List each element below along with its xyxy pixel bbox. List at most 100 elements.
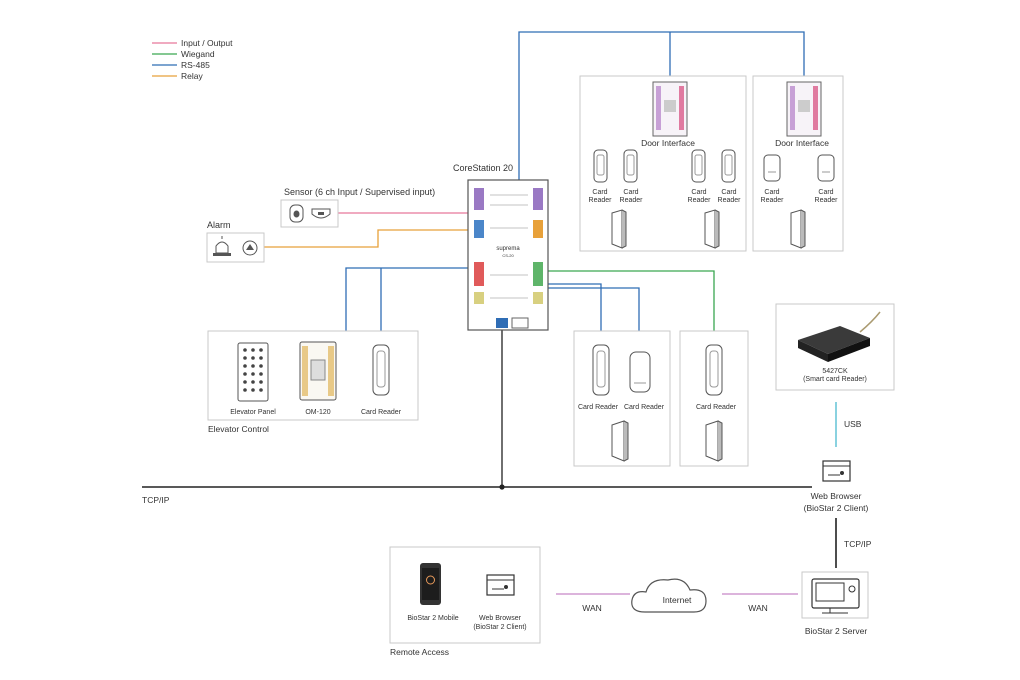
card-reader-icon — [721, 149, 736, 183]
door-group-3-reader-2-label: Card Reader — [624, 404, 665, 411]
smartphone-icon — [420, 563, 441, 605]
door-interface-1-chip — [664, 100, 676, 112]
door-icon — [704, 209, 720, 249]
card-reader-icon — [691, 149, 706, 183]
browser-window-icon — [822, 460, 851, 482]
alarm-title: Alarm — [207, 220, 231, 230]
cs-terminal-purple-r — [533, 188, 543, 210]
monitor-icon — [811, 578, 860, 614]
server-label: BioStar 2 Server — [805, 626, 868, 636]
smartcard-reader-icon — [798, 311, 881, 362]
rs485-reader-a-wire — [548, 283, 602, 345]
di1-reader-4-line1: Card — [721, 189, 736, 196]
card-reader-icon — [623, 149, 638, 183]
remote-browser-line1: Web Browser — [479, 615, 522, 622]
door-interface-2-group: Door Interface Card Reader Card Reader — [752, 75, 844, 252]
door-interface-1-terminal-l — [656, 86, 661, 130]
card-reader-icon — [763, 154, 781, 182]
corestation-device: suprema CS-20 — [467, 179, 549, 331]
elevator-panel-label: Elevator Panel — [230, 409, 276, 416]
card-reader-icon — [629, 351, 651, 393]
di2-reader-2-line2: Reader — [815, 197, 839, 204]
door-interface-2-terminal-r — [813, 86, 818, 130]
legend-label-relay: Relay — [181, 71, 203, 81]
elevator-panel-icon — [237, 342, 269, 402]
card-reader-icon — [593, 149, 608, 183]
di1-reader-1-line2: Reader — [589, 197, 613, 204]
di1-reader-3-line2: Reader — [688, 197, 712, 204]
corestation-model: CS-20 — [502, 253, 514, 258]
om120-module-icon — [299, 341, 337, 401]
cs-terminal-yellow-l — [474, 292, 484, 304]
door-group-4-reader-label: Card Reader — [696, 404, 737, 411]
di1-reader-2-line2: Reader — [620, 197, 644, 204]
card-reader-icon — [592, 344, 610, 396]
di2-reader-1-line1: Card — [764, 189, 779, 196]
elevator-reader-label: Card Reader — [361, 409, 402, 416]
cs-port-2 — [511, 317, 529, 329]
cs-terminal-purple-l — [474, 188, 484, 210]
door-interface-2-title: Door Interface — [775, 138, 829, 148]
door-icon — [790, 209, 806, 249]
remote-access-box — [389, 546, 541, 644]
cs-terminal-green-r — [533, 262, 543, 286]
card-reader-icon — [705, 344, 723, 396]
usb-label: USB — [844, 419, 862, 429]
legend-label-io: Input / Output — [181, 38, 233, 48]
cs-terminal-orange-r — [533, 220, 543, 238]
sensor-title: Sensor (6 ch Input / Supervised input) — [284, 187, 435, 197]
corestation-brand: suprema — [496, 246, 520, 252]
di1-reader-1-line1: Card — [592, 189, 607, 196]
smartcard-line2: (Smart card Reader) — [803, 376, 867, 383]
web-browser-client-line2: (BioStar 2 Client) — [804, 503, 869, 513]
alarm-bell-icon — [242, 240, 258, 256]
door-contact-sensor-icon — [311, 208, 331, 219]
di1-reader-2-line1: Card — [623, 189, 638, 196]
remote-browser-line2: (BioStar 2 Client) — [473, 624, 526, 631]
smartcard-line1: 5427CK — [822, 368, 848, 375]
cs-terminal-red-l — [474, 262, 484, 286]
siren-icon — [213, 236, 231, 256]
cs-terminal-yellow-r — [533, 292, 543, 304]
door-interface-1-group: Door Interface Card Reader Card Reader C… — [579, 75, 747, 252]
card-reader-icon — [817, 154, 835, 182]
elevator-control-caption: Elevator Control — [208, 424, 269, 434]
wiegand-reader-c-wire — [548, 270, 715, 345]
di1-reader-3-line1: Card — [691, 189, 706, 196]
remote-mobile-label: BioStar 2 Mobile — [407, 615, 458, 622]
browser-window-icon — [486, 574, 515, 596]
door-icon — [611, 209, 627, 249]
door-group-4: Card Reader — [679, 330, 749, 467]
internet-label: Internet — [663, 595, 692, 605]
rs485-top-bus — [518, 31, 805, 180]
wan-label-right: WAN — [748, 603, 768, 613]
legend: Input / Output Wiegand RS-485 Relay — [152, 38, 233, 81]
remote-access-caption: Remote Access — [390, 647, 449, 657]
tcpip-server-label: TCP/IP — [844, 539, 872, 549]
alarm-relay-wire — [264, 229, 468, 248]
di2-reader-1-line2: Reader — [761, 197, 785, 204]
cloud-icon — [631, 578, 707, 613]
door-interface-1-terminal-r — [679, 86, 684, 130]
card-reader-icon — [372, 344, 390, 396]
door-group-3: Card Reader Card Reader — [573, 330, 671, 467]
door-group-3-reader-1-label: Card Reader — [578, 404, 619, 411]
door-interface-2-terminal-l — [790, 86, 795, 130]
door-icon — [611, 420, 629, 462]
legend-label-rs485: RS-485 — [181, 60, 210, 70]
di2-reader-2-line1: Card — [818, 189, 833, 196]
tcpip-junction — [499, 484, 505, 490]
cs-ethernet-port — [496, 318, 508, 328]
di1-reader-4-line2: Reader — [718, 197, 742, 204]
door-interface-1-title: Door Interface — [641, 138, 695, 148]
corestation-title: CoreStation 20 — [453, 163, 513, 173]
tcpip-label: TCP/IP — [142, 495, 170, 505]
motion-sensor-icon — [289, 204, 304, 223]
om120-label: OM-120 — [305, 409, 330, 416]
door-icon — [705, 420, 723, 462]
cs-terminal-blue-l — [474, 220, 484, 238]
door-interface-2-chip — [798, 100, 810, 112]
wan-label-left: WAN — [582, 603, 602, 613]
web-browser-client-line1: Web Browser — [811, 491, 862, 501]
